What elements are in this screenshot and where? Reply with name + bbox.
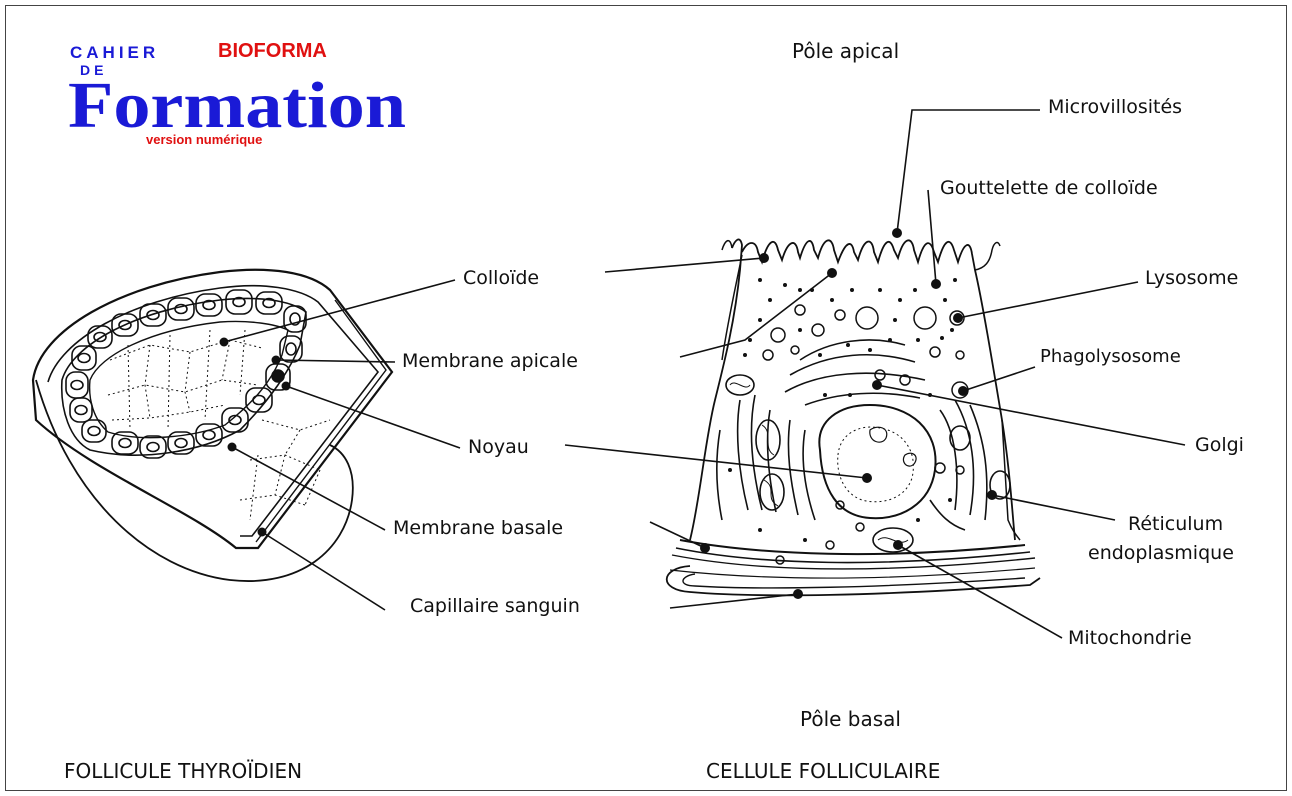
label-gouttelette-colloide: Gouttelette de colloïde [940, 177, 1158, 199]
label-phagolysosome: Phagolysosome [1040, 346, 1181, 367]
follicle-drawing [33, 270, 392, 581]
label-reticulum: Réticulum [1128, 513, 1223, 535]
label-pole-apical: Pôle apical [792, 39, 899, 63]
label-lysosome: Lysosome [1145, 267, 1238, 289]
label-pole-basal: Pôle basal [800, 707, 901, 731]
label-noyau: Noyau [468, 436, 529, 458]
logo: CAHIER DE BIOFORMA Formation version num… [68, 40, 406, 147]
logo-version: version numérique [146, 132, 262, 147]
label-golgi: Golgi [1195, 434, 1244, 456]
label-colloide: Colloïde [463, 267, 539, 289]
label-membrane-basale: Membrane basale [393, 517, 563, 539]
label-capillaire-sanguin: Capillaire sanguin [410, 595, 580, 617]
logo-bioforma: BIOFORMA [218, 40, 327, 62]
logo-cahier: CAHIER [70, 43, 159, 62]
label-membrane-apicale: Membrane apicale [402, 350, 578, 372]
label-microvillosites: Microvillosités [1048, 96, 1182, 118]
label-mitochondrie: Mitochondrie [1068, 627, 1192, 649]
caption-cellule: CELLULE FOLLICULAIRE [706, 759, 940, 783]
cell-drawing [667, 228, 1040, 599]
label-endoplasmique: endoplasmique [1088, 542, 1234, 564]
caption-follicule: FOLLICULE THYROÏDIEN [64, 759, 302, 783]
